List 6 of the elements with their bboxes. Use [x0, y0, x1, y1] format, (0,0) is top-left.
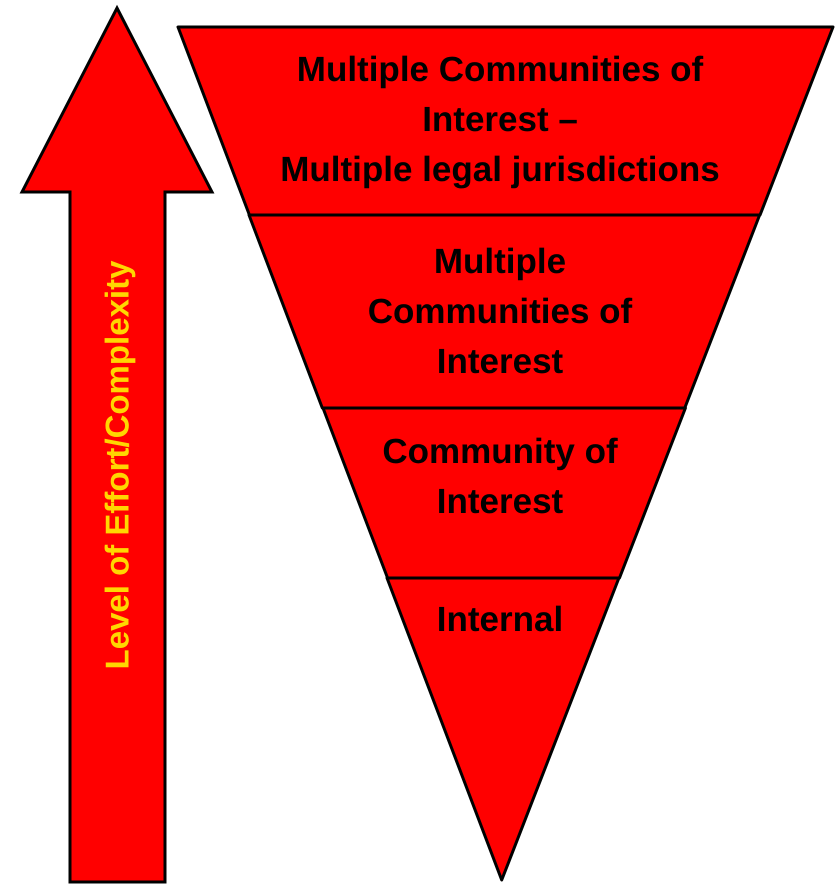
band-label: Multiple legal jurisdictions	[279, 149, 721, 191]
band-label: Community of Interest	[381, 431, 619, 523]
band-label: Internal	[436, 599, 564, 641]
band-label: Multiple Communities of Interest	[366, 241, 634, 383]
arrow-label: Level of Effort/Complexity	[96, 260, 136, 670]
band-label: Multiple Communities of Interest –	[296, 49, 704, 141]
